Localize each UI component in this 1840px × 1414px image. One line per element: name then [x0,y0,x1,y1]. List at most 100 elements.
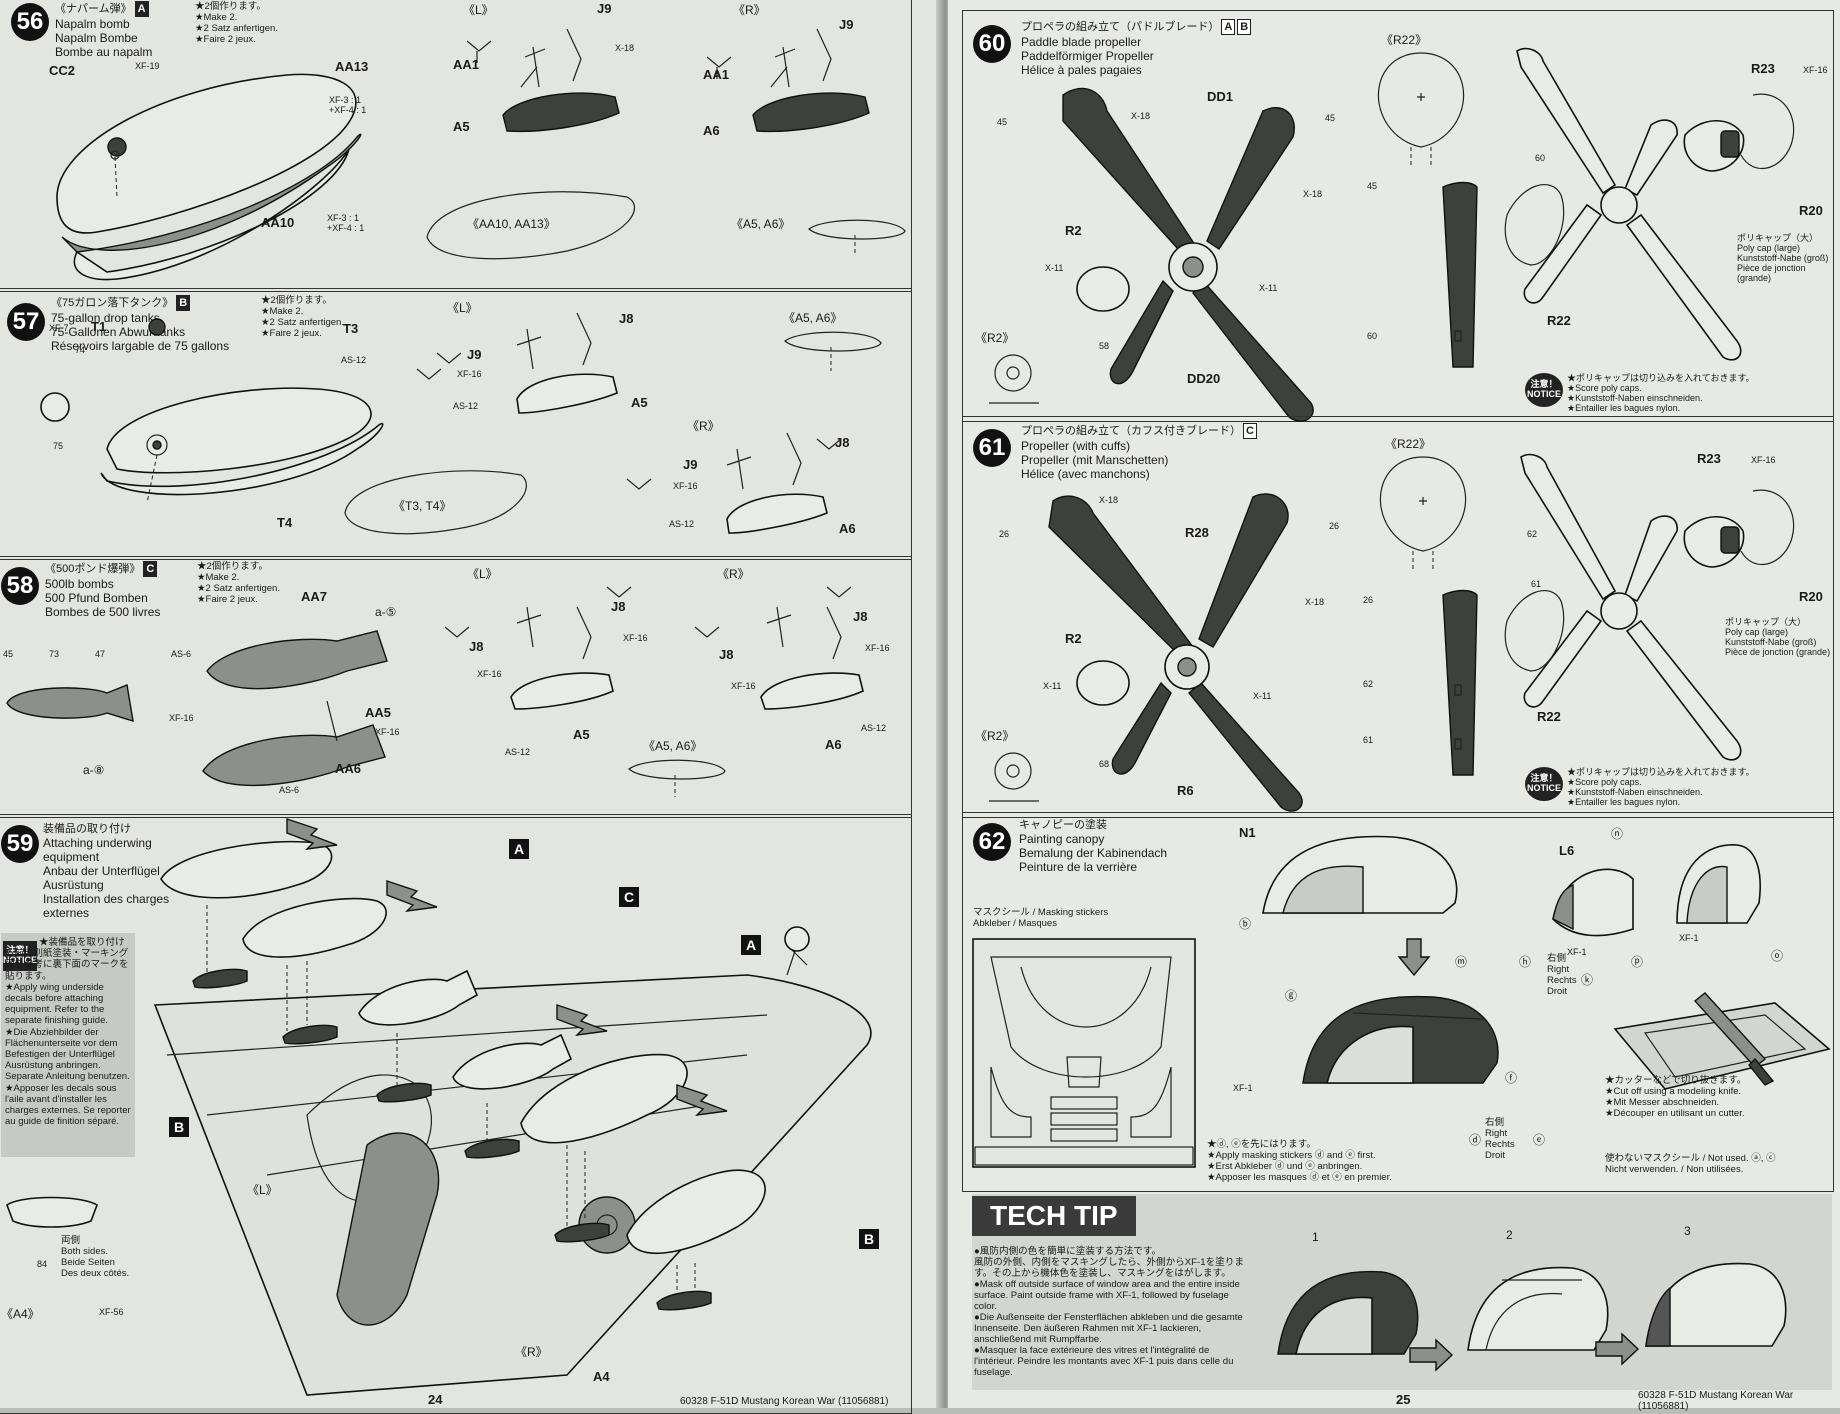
notice-label: 注意！ NOTICE [1525,373,1563,407]
part-aa5: AA5 [365,705,392,720]
part-j8: J8 [719,647,734,662]
step-59-panel: 59 装備品の取り付け Attaching underwing equipmen… [0,814,912,1414]
paddle-propeller-drawing [1062,87,1314,422]
part-aa7: AA7 [301,589,328,604]
part-l6: L6 [1559,843,1575,858]
part-r2: R2 [1065,631,1082,646]
paint-xf19: XF-19 [135,61,160,71]
step-title: 装備品の取り付け Attaching underwing equipment A… [43,823,170,920]
mask-h: ⓗ [1519,955,1532,969]
part-n1: N1 [1239,825,1256,840]
right-arrow-icon [1409,1338,1454,1372]
label-right: 《R》 [733,3,766,17]
paint-xf1: XF-1 [1567,947,1587,957]
right-arrow-icon [1595,1332,1640,1366]
mask-d: ⓓ [1469,1133,1482,1147]
masking-sticker-sheet [972,938,1196,1168]
paint-x18: X-18 [1131,111,1151,121]
make-two-note: ★2個作ります。 ★Make 2. ★2 Satz anfertigen. ★F… [195,1,278,45]
bomb-drawing [202,630,388,787]
section-a5-a6: 《A5, A6》 [731,217,791,231]
part-dd20: DD20 [1187,371,1221,386]
make-two-note: ★2個作ります。 ★Make 2. ★2 Satz anfertigen. ★F… [197,561,280,605]
step-title: 《ナパーム弾》A Napalm bomb Napalm Bombe Bombe … [55,1,153,59]
part-r22: R22 [1547,313,1571,328]
part-r22: R22 [1537,709,1561,724]
decal-60: 60 [1535,153,1546,163]
both-sides-part-drawing [6,1196,98,1228]
notice-label: 注意！ NOTICE [1525,767,1563,801]
paint-x18: X-18 [1303,189,1323,199]
part-a5: A5 [631,395,648,410]
set-a-marker: A [741,935,761,955]
drop-tank-drawing [100,387,384,504]
spinner-section-drawing [989,752,1039,802]
section-a5-a6: 《A5, A6》 [783,311,843,325]
decal-61: 61 [1531,579,1542,589]
decal-84: 84 [37,1259,48,1269]
section-r22: 《R22》 [1385,437,1432,451]
canopy-masked-drawing [1302,995,1499,1084]
section-aa10-aa13: 《AA10, AA13》 [467,217,556,231]
tip-step-1: 1 [1312,1230,1319,1244]
masking-order-note: ★ⓓ, ⓔを先にはります。 ★Apply masking stickers ⓓ … [1207,1139,1392,1183]
canopy-rear-drawing [1676,844,1761,924]
spinner-section-drawing [989,354,1039,404]
paint-xf16: XF-16 [1803,65,1828,75]
decal-61: 61 [1363,735,1374,745]
part-r20: R20 [1799,589,1823,604]
step-number: 56 [11,3,49,41]
paint-as12: AS-12 [341,355,367,365]
paint-as12: AS-12 [669,519,695,529]
part-j9: J9 [467,347,482,362]
pylon-section-outline [784,331,882,371]
paint-x11: X-11 [1043,681,1062,691]
paint-xf16: XF-16 [477,669,502,679]
canopy-l6-drawing [1552,868,1634,937]
section-a5-a6: 《A5, A6》 [643,739,703,753]
decal-60: 60 [1367,331,1378,341]
propeller-assembly-drawing [1504,47,1795,361]
paint-xf1: XF-1 [1233,1083,1253,1093]
label-left: 《L》 [463,3,494,17]
pylon-left-drawing [416,312,618,414]
notice-text: ★ポリキャップは切り込みを入れておきます。 ★Score poly caps. … [1567,373,1755,413]
step-number: 61 [973,429,1011,467]
mark-a8: a-⑧ [83,763,105,777]
part-cc2: CC2 [49,63,76,78]
mask-f: ⓕ [1505,1071,1518,1085]
step-number: 57 [7,303,45,341]
cutting-illustration [1613,992,1831,1090]
decal-45: 45 [997,117,1008,127]
step-57-panel: 57 《75ガロン落下タンク》B 75-gallon drop tanks 75… [0,288,912,560]
part-r2: R2 [1065,223,1082,238]
cut-note: ★カッターなどで切り抜きます。 ★Cut off using a modelin… [1605,1075,1747,1119]
paint-as12: AS-12 [453,401,479,411]
label-left: 《L》 [467,567,498,581]
decal-62: 62 [1527,529,1538,539]
decal-26: 26 [1329,521,1340,531]
notice-box: 注意！ NOTICE ★装備品を取り付ける前に別紙塗装・マーキング図を参考に裏下… [1,933,135,1157]
set-b-marker: B [169,1117,189,1137]
paint-xf16: XF-16 [457,369,482,379]
part-dd1: DD1 [1207,89,1234,104]
label-left: 《L》 [247,1183,278,1197]
step-number: 58 [1,567,39,605]
spinner-top-drawing [1377,52,1465,167]
part-aa1: AA1 [453,57,480,72]
paint-xf16: XF-16 [673,481,698,491]
paint-as6: AS-6 [279,785,300,795]
decal-73: 73 [49,649,60,659]
spinner-top-drawing [1379,456,1467,571]
mask-b: ⓑ [1239,917,1252,931]
pylon-section-outline [628,759,726,797]
part-j9: J9 [839,17,854,32]
decal-47: 47 [95,649,106,659]
part-j9: J9 [683,457,698,472]
step-number: 62 [973,823,1011,861]
part-a5: A5 [573,727,590,742]
page-number: 25 [1396,1392,1411,1407]
mask-o: ⓞ [1771,949,1784,963]
tank-cap-part-drawing [148,318,166,336]
